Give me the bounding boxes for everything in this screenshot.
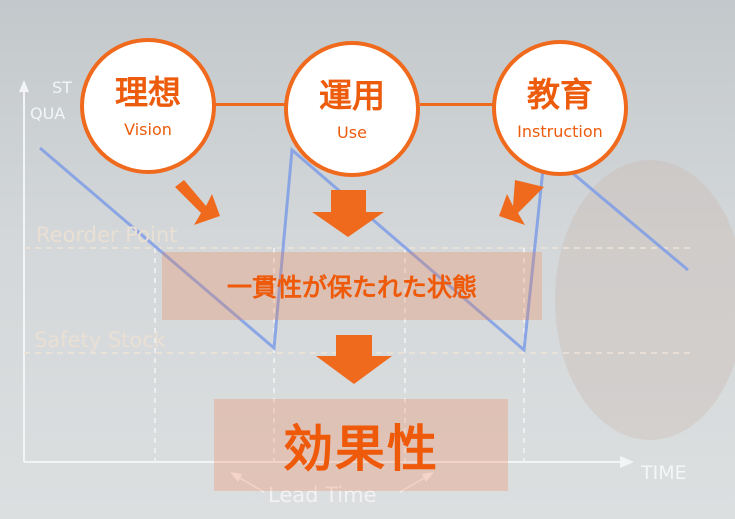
hand-silhouette <box>555 160 735 440</box>
x-axis-arrow <box>620 456 634 468</box>
node-instruction-title: 教育 <box>527 75 593 114</box>
effectiveness-box: 効果性 <box>214 399 508 491</box>
lead-time-arrow-left <box>239 477 265 493</box>
node-use-title: 運用 <box>319 76 385 115</box>
axis-y-label-bottom: QUA <box>30 104 66 123</box>
consistent-state-label: 一貫性が保たれた状態 <box>226 273 477 302</box>
effectiveness-label: 効果性 <box>283 420 439 478</box>
axis-y-label-top: ST <box>52 78 72 97</box>
arrow-to-effect <box>316 335 392 384</box>
lead-time-label: Lead Time <box>268 483 377 507</box>
node-vision-subtitle: Vision <box>124 120 172 139</box>
node-instruction: 教育 Instruction <box>492 40 628 176</box>
lead-time-arrow-right <box>399 477 425 493</box>
arrow-use-down <box>312 190 384 237</box>
node-vision-title: 理想 <box>115 73 181 112</box>
connector-use-instruction <box>420 103 494 106</box>
reorder-point-label: Reorder Point <box>36 223 178 247</box>
node-use: 運用 Use <box>284 41 420 177</box>
y-axis-arrow <box>19 80 29 92</box>
node-vision: 理想 Vision <box>80 38 216 174</box>
time-axis-label: TIME <box>641 462 687 484</box>
node-use-subtitle: Use <box>337 123 367 142</box>
arrow-instruction-down <box>499 180 544 225</box>
arrow-vision-down <box>175 180 220 225</box>
node-instruction-subtitle: Instruction <box>517 122 603 141</box>
safety-stock-label: Safety Stock <box>34 328 166 352</box>
connector-vision-use <box>214 103 286 106</box>
consistent-state-box: 一貫性が保たれた状態 <box>162 252 542 320</box>
